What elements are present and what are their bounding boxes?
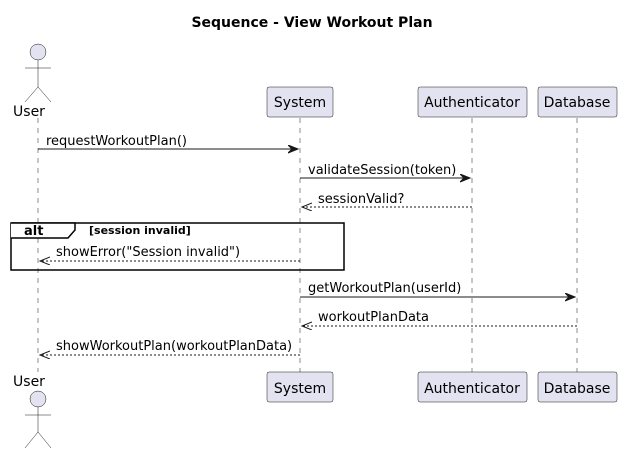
participant-system-top: System: [266, 86, 334, 118]
participant-label-database: Database: [544, 95, 611, 111]
alt-frame-guard: [session invalid]: [89, 224, 191, 237]
user-actor-icon: [24, 43, 52, 103]
participant-label-system: System: [274, 381, 326, 397]
participant-label-user: User: [13, 374, 45, 390]
participant-label-authenticator: Authenticator: [424, 95, 520, 111]
message-label: requestWorkoutPlan(): [46, 134, 187, 149]
diagram-title: Sequence - View Workout Plan: [191, 15, 432, 31]
message-1: requestWorkoutPlan(): [38, 134, 298, 149]
message-6: workoutPlanData: [302, 310, 577, 326]
message-2: validateSession(token): [300, 163, 470, 178]
alt-frame-tab: [11, 222, 76, 239]
participant-label-system: System: [274, 95, 326, 111]
participant-label-authenticator: Authenticator: [424, 381, 520, 397]
participant-authenticator-top: Authenticator: [417, 86, 528, 118]
message-label: sessionValid?: [318, 192, 404, 207]
alt-frame: alt [session invalid]: [10, 222, 345, 271]
message-7: showWorkoutPlan(workoutPlanData): [40, 339, 300, 355]
message-4: showError("Session invalid"): [40, 245, 300, 261]
message-label: showWorkoutPlan(workoutPlanData): [56, 339, 292, 354]
message-label: getWorkoutPlan(userId): [308, 281, 461, 296]
message-label: validateSession(token): [308, 163, 456, 178]
participant-authenticator-bottom: Authenticator: [417, 371, 528, 403]
actor-user-bottom: User: [13, 374, 52, 449]
message-3: sessionValid?: [302, 192, 472, 207]
user-actor-icon: [24, 390, 52, 449]
participant-database-bottom: Database: [537, 371, 618, 403]
participant-system-bottom: System: [266, 371, 334, 403]
message-label: workoutPlanData: [318, 310, 429, 325]
lifelines: [37, 118, 578, 372]
message-5: getWorkoutPlan(userId): [300, 281, 575, 297]
participant-label-user: User: [13, 104, 45, 120]
participant-database-top: Database: [537, 86, 618, 118]
alt-frame-border: [10, 222, 345, 271]
message-label: showError("Session invalid"): [56, 245, 240, 260]
participant-label-database: Database: [544, 381, 611, 397]
actor-user-top: User: [13, 43, 52, 120]
alt-frame-operator: alt: [24, 224, 43, 239]
